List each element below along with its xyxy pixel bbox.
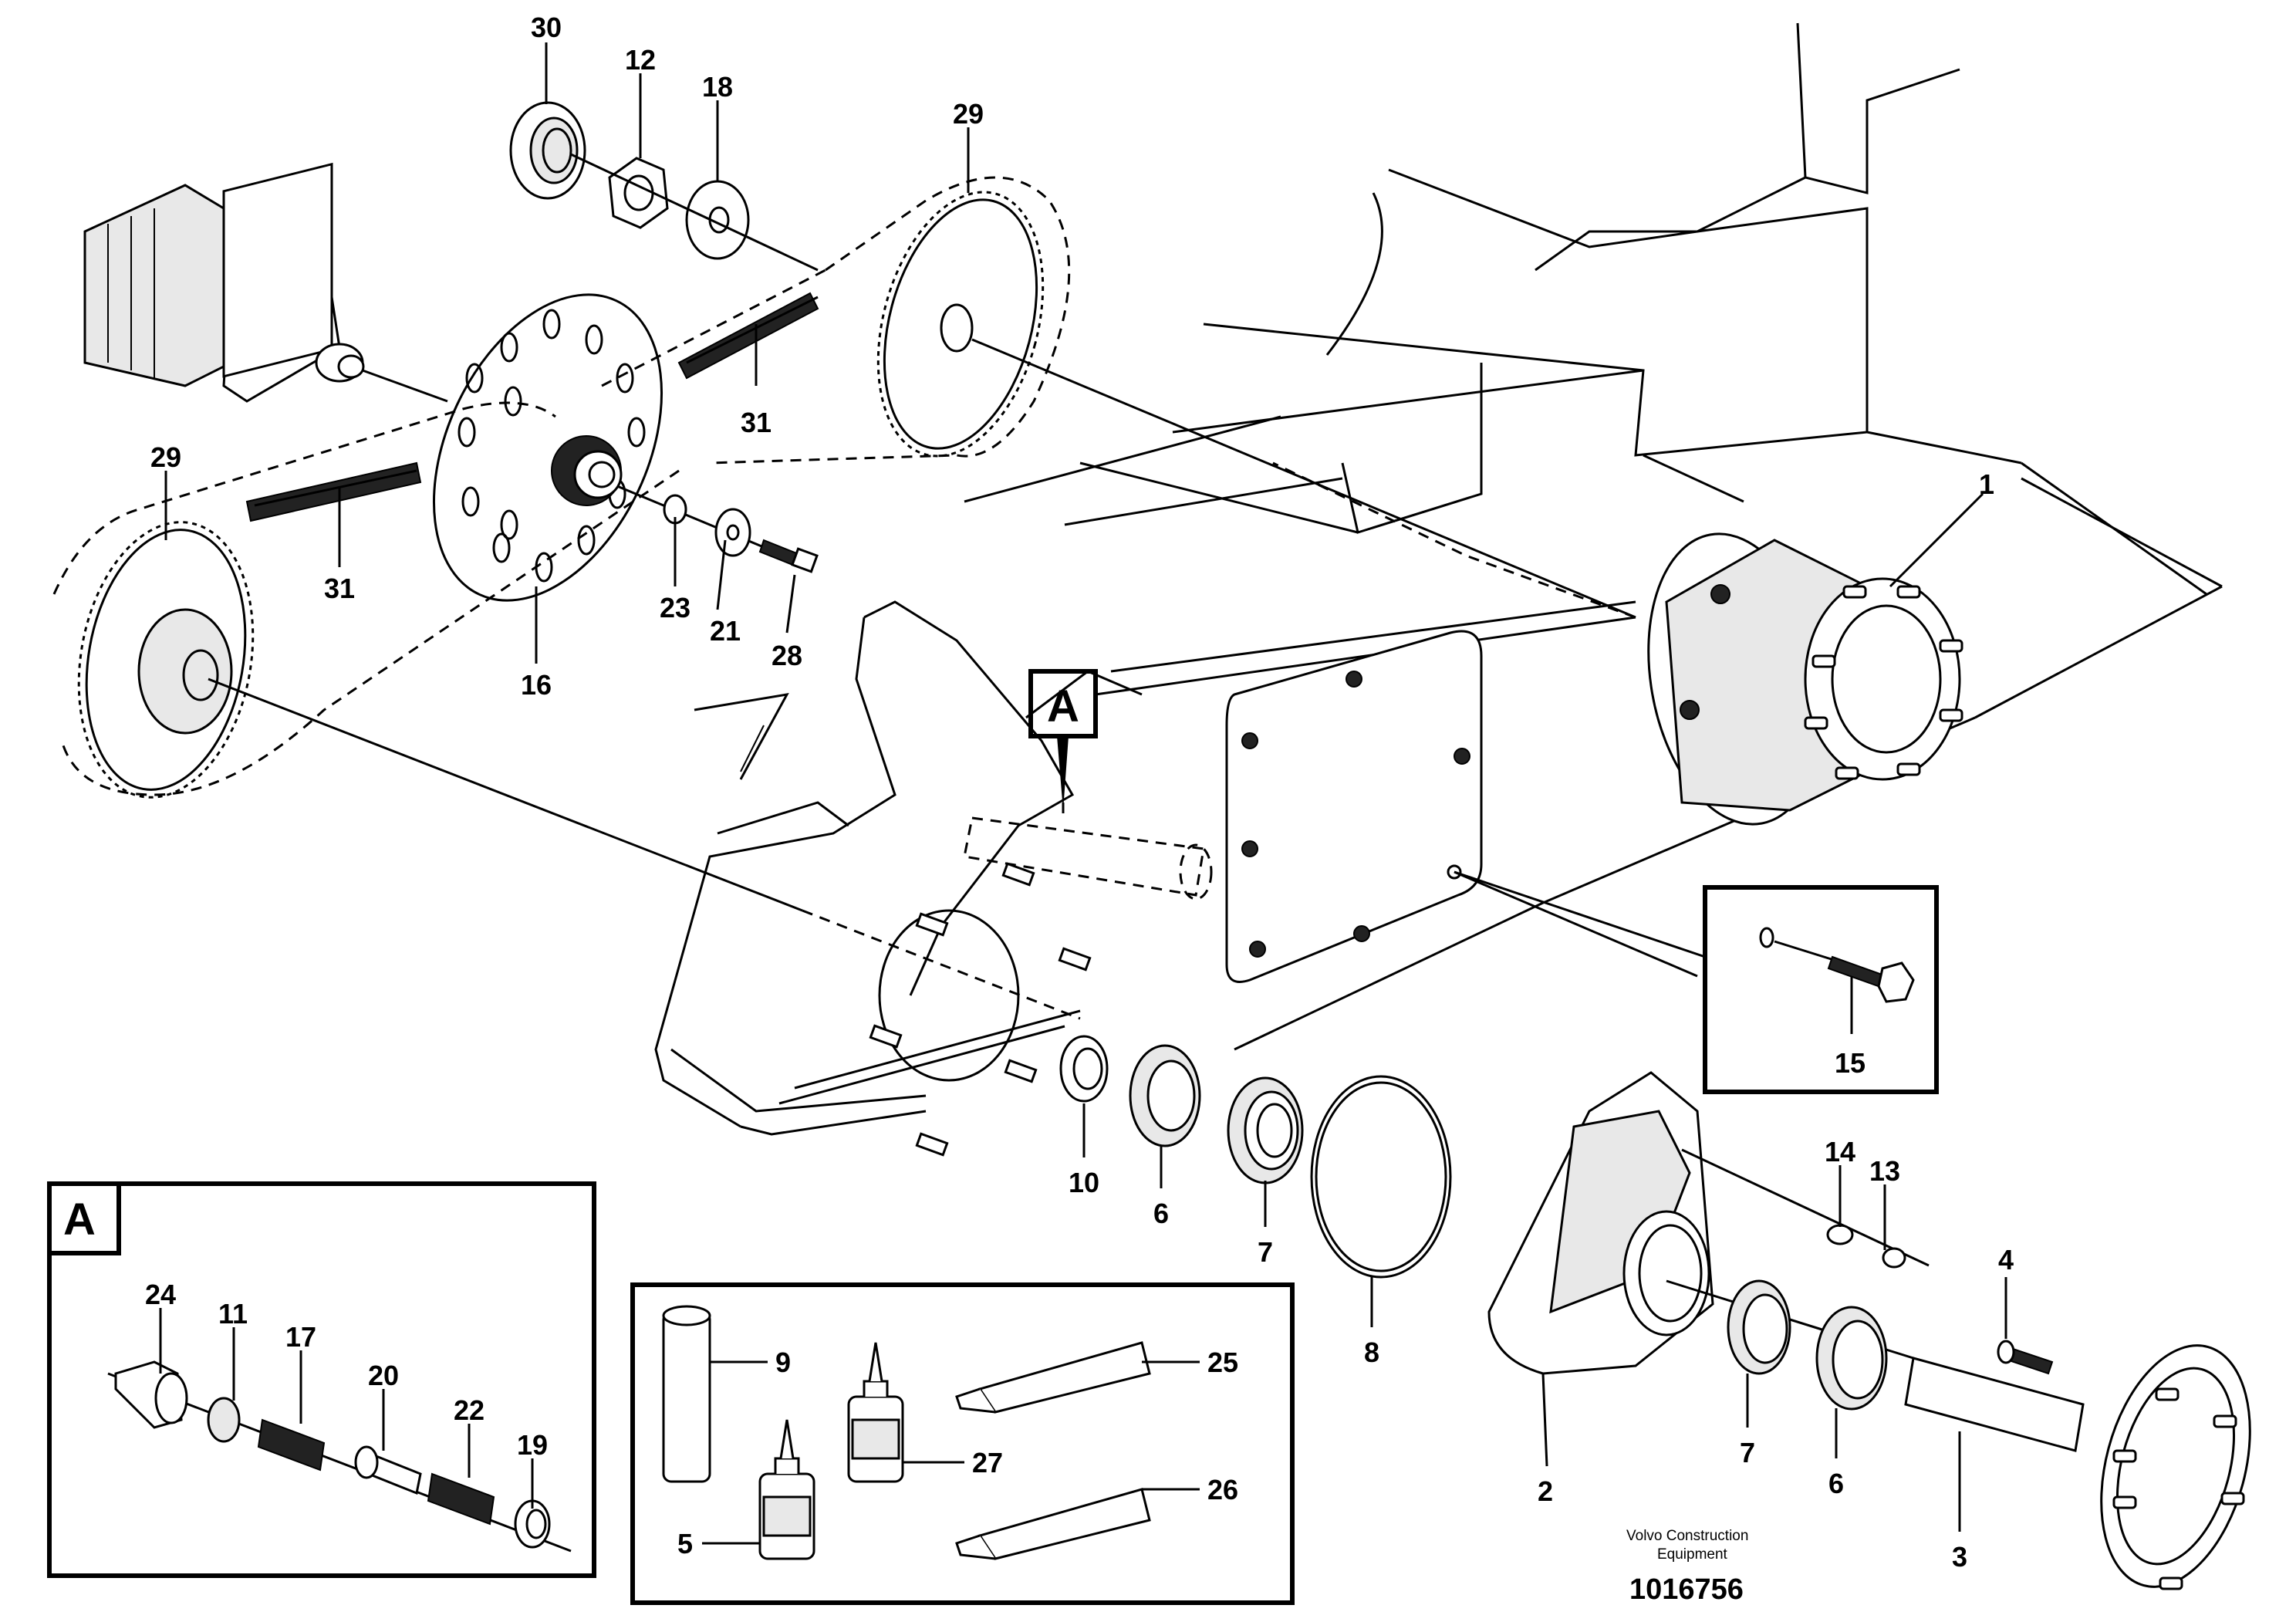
seal-bearing-row-right: [1727, 1224, 1906, 1411]
chain-left: [245, 461, 422, 522]
callout-a-letter: A: [1047, 681, 1079, 732]
label-6-right: 6: [1828, 1468, 1844, 1499]
label-22: 22: [454, 1394, 485, 1426]
seal-bearing-row-left: [1059, 1035, 1452, 1279]
label-21: 21: [710, 615, 741, 647]
leader-lines: [159, 42, 2007, 1545]
label-2: 2: [1538, 1475, 1553, 1507]
label-8: 8: [1364, 1336, 1379, 1368]
label-29-top: 29: [953, 98, 984, 130]
machine-frame: [654, 22, 2223, 1157]
label-5: 5: [677, 1528, 693, 1559]
label-13: 13: [1869, 1155, 1900, 1187]
label-23: 23: [660, 592, 690, 623]
consumables-inset: [630, 1282, 1295, 1605]
label-11: 11: [218, 1298, 248, 1330]
label-26: 26: [1207, 1474, 1238, 1505]
label-1: 1: [1979, 468, 1994, 500]
hub-lower: [1487, 1071, 1930, 1375]
sprocket-plate: [432, 293, 803, 602]
label-16: 16: [521, 669, 552, 701]
detail-a-letter: A: [63, 1195, 96, 1245]
chain-top: [677, 292, 819, 380]
hub-upper: [1647, 492, 1984, 826]
label-4: 4: [1998, 1244, 2014, 1276]
label-15: 15: [1835, 1047, 1866, 1079]
label-14: 14: [1825, 1136, 1855, 1168]
label-6-left: 6: [1153, 1198, 1169, 1229]
label-18: 18: [702, 71, 733, 103]
detail-a-inset: [47, 1181, 596, 1578]
label-20: 20: [368, 1360, 399, 1391]
label-31-left: 31: [324, 573, 355, 604]
hydraulic-motor: [83, 162, 448, 403]
label-30: 30: [531, 12, 562, 43]
sprocket-left: [77, 521, 803, 912]
label-10: 10: [1069, 1167, 1099, 1198]
axle-shaft: [1904, 1340, 2251, 1590]
label-9: 9: [775, 1347, 791, 1378]
label-7-left: 7: [1258, 1236, 1273, 1268]
label-27: 27: [972, 1447, 1003, 1478]
brand-line-2: Equipment: [1657, 1546, 1728, 1563]
label-19: 19: [517, 1429, 548, 1461]
callout-a: A: [1028, 669, 1098, 818]
label-3: 3: [1952, 1541, 1967, 1573]
brand-line-1: Volvo Construction: [1626, 1528, 1748, 1544]
footer: Volvo Construction Equipment 1016756: [1626, 1528, 1748, 1606]
label-31-top: 31: [741, 407, 772, 438]
part-labels: 30 12 18 29 31 29 31 16 23 21 28 1 15 10…: [145, 12, 2014, 1573]
cover-plate: [1225, 630, 1706, 983]
studs: [869, 862, 1092, 1157]
label-7-right: 7: [1740, 1437, 1755, 1468]
label-25: 25: [1207, 1347, 1238, 1378]
label-28: 28: [772, 640, 802, 671]
label-24: 24: [145, 1279, 176, 1310]
label-29-left: 29: [150, 441, 181, 473]
label-17: 17: [285, 1321, 316, 1353]
bolt-detail-inset: [1703, 885, 1939, 1094]
chain-outline-dashed: [52, 176, 1636, 1020]
sprocket-top-right: [876, 191, 1636, 619]
spacer-washer-bolt: [663, 494, 819, 573]
label-12: 12: [625, 44, 656, 76]
seal-nut-washer-group: [509, 101, 819, 272]
figure-number: 1016756: [1629, 1573, 1744, 1606]
